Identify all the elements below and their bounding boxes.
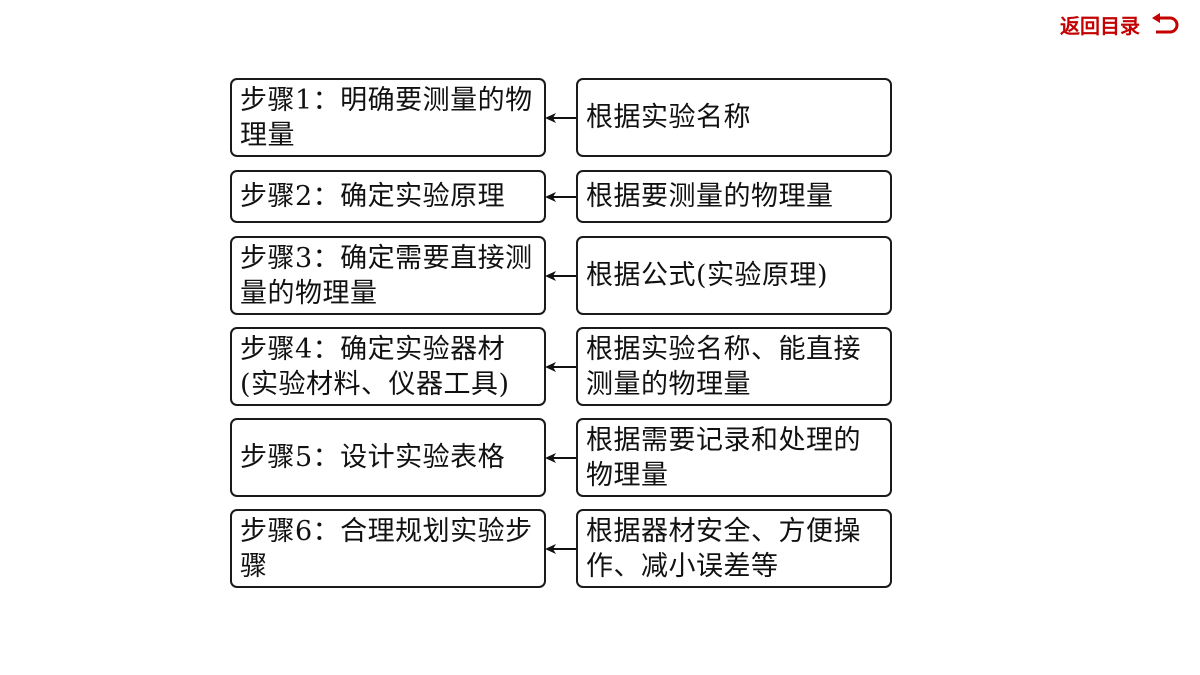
basis-5-box: 根据需要记录和处理的物理量 xyxy=(576,418,892,497)
step-6-text: 步骤6：合理规划实验步骤 xyxy=(240,515,533,582)
step-1-box: 步骤1：明确要测量的物理量 xyxy=(230,78,546,157)
arrow-4 xyxy=(545,362,578,372)
step-2-box: 步骤2：确定实验原理 xyxy=(230,170,546,223)
arrow-1 xyxy=(545,113,578,123)
basis-1-text: 根据实验名称 xyxy=(586,102,751,133)
arrow-3 xyxy=(545,271,578,281)
basis-3-box: 根据公式(实验原理) xyxy=(576,236,892,315)
step-3-box: 步骤3：确定需要直接测量的物理量 xyxy=(230,236,546,315)
step-5-box: 步骤5：设计实验表格 xyxy=(230,418,546,497)
basis-2-text: 根据要测量的物理量 xyxy=(586,181,834,212)
arrow-5 xyxy=(545,453,578,463)
basis-3-text: 根据公式(实验原理) xyxy=(586,260,829,291)
step-5-text: 步骤5：设计实验表格 xyxy=(240,442,506,473)
basis-4-box: 根据实验名称、能直接测量的物理量 xyxy=(576,327,892,406)
step-4-text: 步骤4：确定实验器材(实验材料、仪器工具) xyxy=(240,333,510,400)
basis-4-text: 根据实验名称、能直接测量的物理量 xyxy=(586,333,861,400)
arrow-2 xyxy=(545,192,578,202)
step-6-box: 步骤6：合理规划实验步骤 xyxy=(230,509,546,588)
basis-2-box: 根据要测量的物理量 xyxy=(576,170,892,223)
back-to-contents-link[interactable]: 返回目录 xyxy=(1060,10,1180,39)
basis-5-text: 根据需要记录和处理的物理量 xyxy=(586,424,861,491)
basis-6-text: 根据器材安全、方便操作、减小误差等 xyxy=(586,515,861,582)
step-4-box: 步骤4：确定实验器材(实验材料、仪器工具) xyxy=(230,327,546,406)
return-arrow-icon xyxy=(1152,12,1179,33)
basis-6-box: 根据器材安全、方便操作、减小误差等 xyxy=(576,509,892,588)
step-1-text: 步骤1：明确要测量的物理量 xyxy=(240,84,533,151)
back-to-contents-label: 返回目录 xyxy=(1060,14,1140,38)
step-3-text: 步骤3：确定需要直接测量的物理量 xyxy=(240,242,533,309)
arrow-6 xyxy=(545,544,578,554)
step-2-text: 步骤2：确定实验原理 xyxy=(240,181,506,212)
basis-1-box: 根据实验名称 xyxy=(576,78,892,157)
